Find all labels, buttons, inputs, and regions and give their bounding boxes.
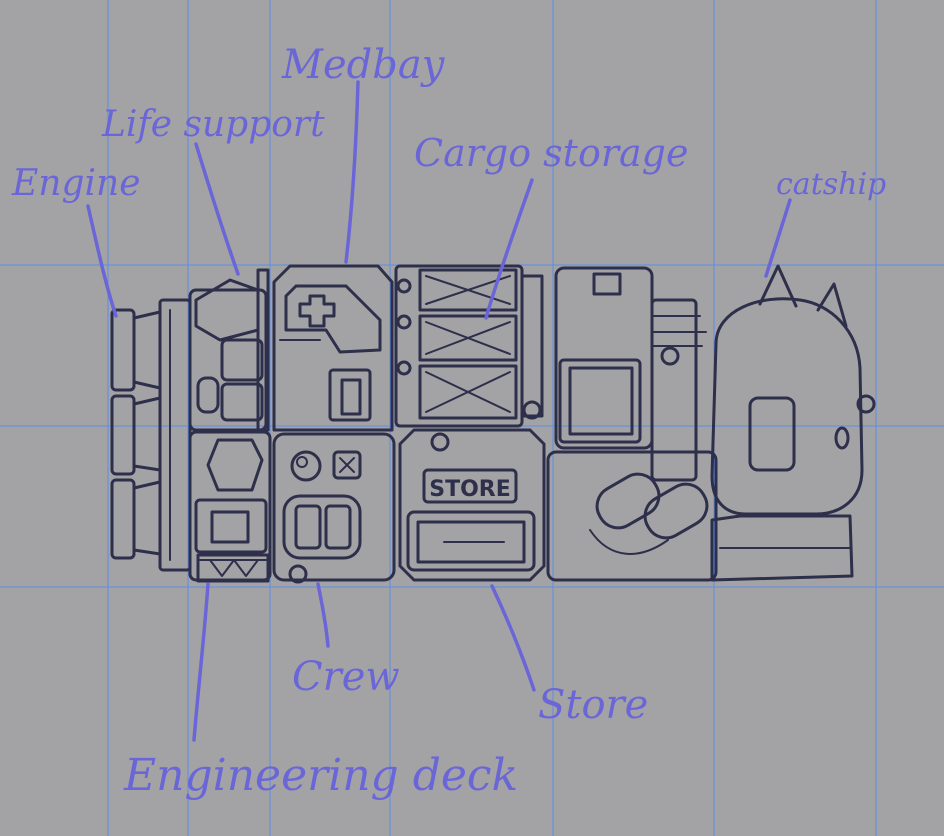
crew-module xyxy=(272,432,396,584)
label-life-support: Life support xyxy=(101,104,325,145)
leader-life-support xyxy=(194,142,240,276)
midship-module xyxy=(546,266,718,582)
annotation-labels: Engine Life support Medbay Cargo storage… xyxy=(11,42,886,801)
leader-engineering-deck xyxy=(192,582,210,742)
label-catship: catship xyxy=(776,167,886,202)
label-cargo-storage: Cargo storage xyxy=(414,131,688,175)
label-crew: Crew xyxy=(292,654,400,700)
leader-crew xyxy=(316,582,330,648)
catship-module xyxy=(710,264,876,582)
leader-cargo-storage xyxy=(484,178,534,320)
annotation-leaders xyxy=(86,80,792,742)
engine-module xyxy=(110,298,192,572)
label-engineering-deck: Engineering deck xyxy=(123,750,518,801)
label-store: Store xyxy=(538,682,648,728)
leader-engine xyxy=(86,204,118,318)
leader-medbay xyxy=(344,80,360,264)
medbay-module xyxy=(272,264,394,432)
leader-store xyxy=(490,584,536,692)
label-engine: Engine xyxy=(11,163,141,204)
store-module: STORE xyxy=(398,428,546,582)
leader-catship xyxy=(764,198,792,278)
life-support-module xyxy=(188,268,270,432)
engineering-deck-module xyxy=(188,430,272,583)
label-medbay: Medbay xyxy=(281,42,446,88)
store-sign-text: STORE xyxy=(429,477,511,502)
cargo-storage-module xyxy=(394,264,544,428)
ship: STORE xyxy=(110,264,876,584)
store-sign-plate xyxy=(422,468,518,504)
